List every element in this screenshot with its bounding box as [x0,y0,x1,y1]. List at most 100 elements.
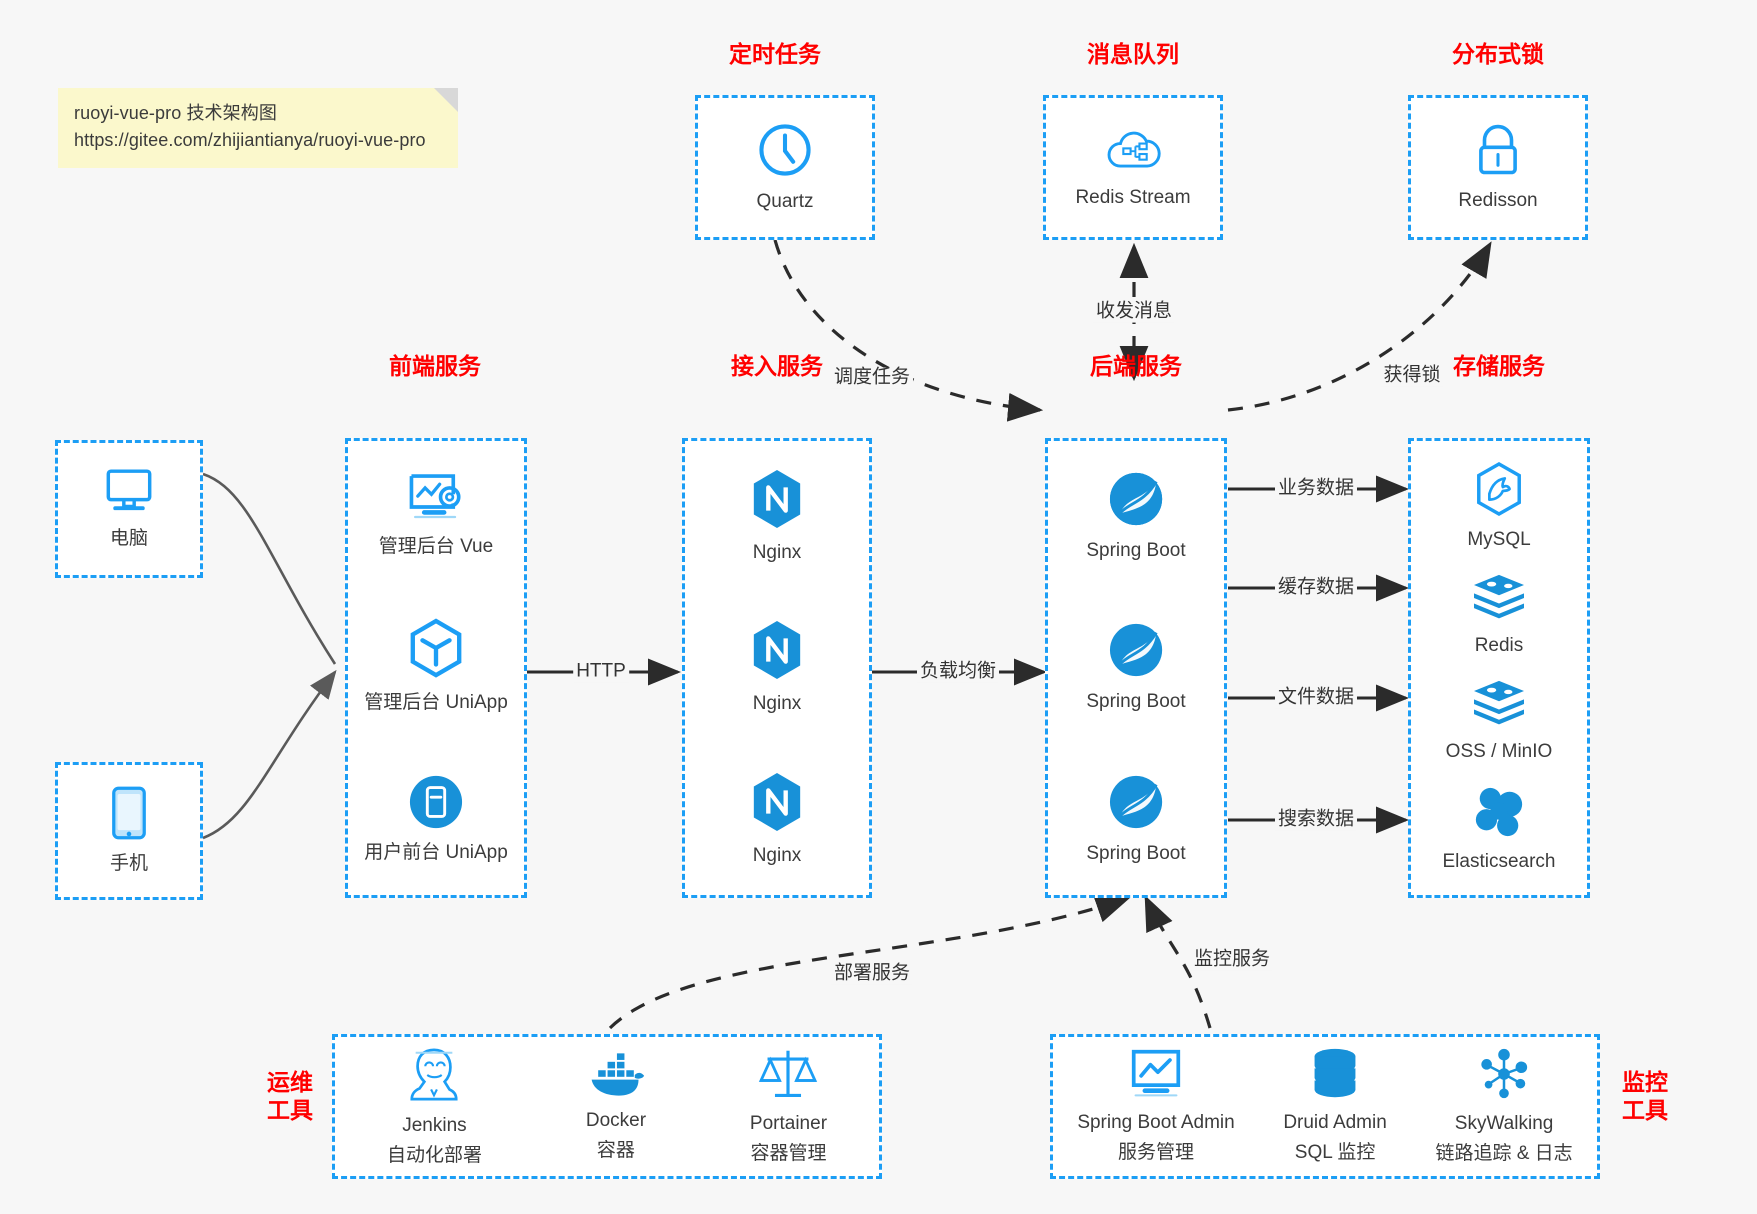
node-admin-vue[interactable]: 管理后台 Vue [379,470,493,559]
group-gateway-services[interactable]: Nginx Nginx Nginx [682,438,872,898]
devops-title-line2: 工具 [267,1097,313,1124]
group-monitor-tools[interactable]: Spring Boot Admin 服务管理 Druid Admin SQL 监… [1050,1034,1600,1179]
group-title-frontend-services: 前端服务 [389,353,481,379]
dashboard-gear-icon [406,470,466,529]
node-spring-boot-admin[interactable]: Spring Boot Admin 服务管理 [1077,1048,1235,1166]
node-label: Spring Boot [1086,691,1186,713]
edge-label-monitor-service: 监控服务 [1190,949,1274,971]
node-label: 管理后台 Vue [378,536,494,558]
group-message-queue[interactable]: Redis Stream [1043,95,1223,240]
group-title-backend-services: 后端服务 [1090,353,1182,379]
node-sublabel: 容器 [596,1140,635,1161]
node-skywalking[interactable]: SkyWalking 链路追踪 & 日志 [1435,1047,1573,1167]
node-label: Spring Boot [1086,540,1186,561]
node-oss-minio[interactable]: OSS / MinIO [1445,679,1553,764]
node-label: OSS / MinIO [1445,741,1553,763]
monitor-chart-icon [1127,1048,1185,1105]
edge-label-load-balance: 负载均衡 [916,661,1000,683]
node-quartz[interactable]: Quartz [756,121,814,214]
nginx-icon [749,619,805,686]
docker-icon [586,1050,646,1103]
node-elasticsearch[interactable]: Elasticsearch [1443,785,1556,874]
spring-boot-icon [1107,773,1165,836]
database-icon [1308,1048,1362,1105]
note-url: https://gitee.com/zhijiantianya/ruoyi-vu… [74,130,426,150]
group-devops-tools[interactable]: Jenkins 自动化部署 [332,1034,882,1179]
node-druid-admin[interactable]: Druid Admin SQL 监控 [1283,1048,1387,1166]
node-nginx-2[interactable]: Nginx [749,619,805,716]
edge-label-deploy-service: 部署服务 [830,963,914,985]
group-title-distributed-lock: 分布式锁 [1452,41,1544,67]
node-nginx-3[interactable]: Nginx [749,771,805,868]
edge-label-send-receive-message: 收发消息 [1092,301,1176,323]
lock-icon [1471,122,1525,183]
node-label: Redisson [1458,189,1538,211]
client-mobile-box[interactable]: 手机 [55,762,203,900]
node-jenkins[interactable]: Jenkins 自动化部署 [387,1045,482,1169]
spring-boot-icon [1107,621,1165,684]
node-label: Jenkins [402,1114,467,1136]
node-label: Spring Boot [1086,842,1186,864]
node-nginx-1[interactable]: Nginx [749,468,805,565]
edge-label-http: HTTP [573,661,629,683]
cloud-stream-icon [1104,125,1162,180]
edge-label-cache-data: 缓存数据 [1274,577,1358,599]
node-sublabel: 容器管理 [750,1143,827,1164]
group-frontend-services[interactable]: 管理后台 Vue 管理后台 UniApp 用户前台 UniApp [345,438,527,898]
node-sublabel: 链路追踪 & 日志 [1435,1143,1573,1164]
client-desktop-box[interactable]: 电脑 [55,440,203,578]
group-distributed-lock[interactable]: Redisson [1408,95,1588,240]
node-spring-boot-3[interactable]: Spring Boot [1086,773,1186,866]
edge-label-schedule-task: 调度任务 [830,367,914,389]
oss-minio-icon [1471,679,1527,734]
spring-boot-icon [1107,470,1165,533]
edge-label-search-data: 搜索数据 [1274,809,1358,831]
node-sublabel: 自动化部署 [386,1145,482,1166]
group-title-scheduled-task: 定时任务 [729,41,821,67]
node-sublabel: 服务管理 [1117,1142,1194,1163]
node-redis-stream[interactable]: Redis Stream [1075,125,1191,210]
clock-icon [756,121,814,184]
node-redisson[interactable]: Redisson [1458,122,1538,213]
note-title: ruoyi-vue-pro 技术架构图 [74,103,277,123]
cube-uniapp-icon [407,618,465,685]
node-label: Druid Admin [1283,1111,1387,1133]
node-label: Nginx [752,844,802,866]
mysql-icon [1473,461,1525,522]
skywalking-icon [1476,1047,1532,1106]
app-window-icon [408,774,464,835]
group-backend-services[interactable]: Spring Boot Spring Boot Spring Boot [1045,438,1227,898]
node-mysql[interactable]: MySQL [1467,461,1531,552]
diagram-note: ruoyi-vue-pro 技术架构图 https://gitee.com/zh… [58,88,458,168]
group-storage-services[interactable]: MySQL Redis [1408,438,1590,898]
portainer-icon [758,1047,818,1106]
group-title-monitor-tools: 监控 工具 [1610,1068,1680,1124]
node-spring-boot-2[interactable]: Spring Boot [1086,621,1186,714]
node-label: Quartz [756,190,814,212]
monitor-title-line2: 工具 [1622,1097,1668,1124]
devops-title-line1: 运维 [267,1069,313,1095]
node-desktop[interactable]: 电脑 [101,466,157,551]
group-scheduled-task[interactable]: Quartz [695,95,875,240]
node-label: Redis [1474,635,1524,657]
node-user-uniapp[interactable]: 用户前台 UniApp [364,774,508,865]
monitor-title-line1: 监控 [1622,1069,1668,1095]
node-label: Spring Boot Admin [1077,1111,1235,1133]
node-redis[interactable]: Redis [1471,573,1527,658]
node-label: SkyWalking [1454,1112,1554,1134]
group-title-message-queue: 消息队列 [1087,41,1179,67]
node-admin-uniapp[interactable]: 管理后台 UniApp [364,618,508,715]
group-title-gateway-services: 接入服务 [731,353,823,379]
node-spring-boot-1[interactable]: Spring Boot [1086,470,1186,563]
node-label: 电脑 [109,528,148,550]
edge-label-business-data: 业务数据 [1274,478,1358,500]
node-docker[interactable]: Docker 容器 [586,1050,646,1164]
node-portainer[interactable]: Portainer 容器管理 [750,1047,827,1167]
node-mobile[interactable]: 手机 [109,785,149,876]
group-title-storage-services: 存储服务 [1453,353,1545,379]
group-title-devops-tools: 运维 工具 [255,1068,325,1124]
node-label: 用户前台 UniApp [364,842,508,864]
node-label: Portainer [749,1112,828,1134]
node-label: Elasticsearch [1442,851,1556,873]
